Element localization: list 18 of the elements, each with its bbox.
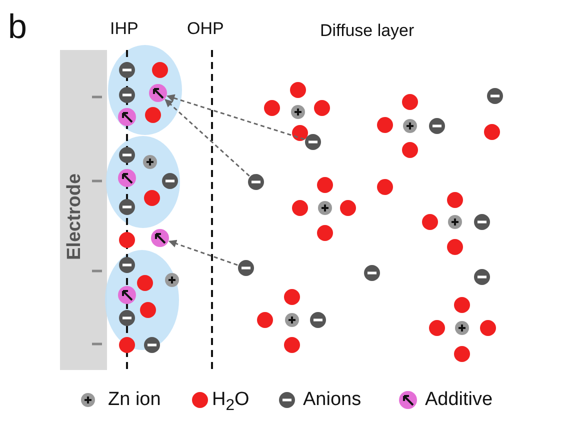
anion-icon bbox=[305, 134, 321, 150]
arrow bbox=[164, 99, 250, 176]
legend-label: Zn ion bbox=[108, 390, 161, 411]
plane-label: IHP bbox=[110, 20, 138, 37]
plane-label: OHP bbox=[187, 20, 224, 37]
additive-icon bbox=[149, 84, 167, 102]
legend-label: H$_{2}$O bbox=[212, 390, 250, 414]
legend-label: Additive bbox=[425, 390, 493, 411]
anion-icon bbox=[248, 174, 264, 190]
electrode-band bbox=[60, 50, 107, 370]
arrow bbox=[168, 240, 238, 266]
legend-label: Anions bbox=[303, 390, 362, 411]
region-label: Diffuse layer bbox=[320, 22, 414, 39]
arrow bbox=[166, 94, 305, 140]
additive-icon bbox=[151, 229, 169, 247]
panel-label: b bbox=[8, 10, 27, 44]
electrode-label: Electrode bbox=[64, 173, 86, 260]
anion-icon bbox=[238, 260, 254, 276]
